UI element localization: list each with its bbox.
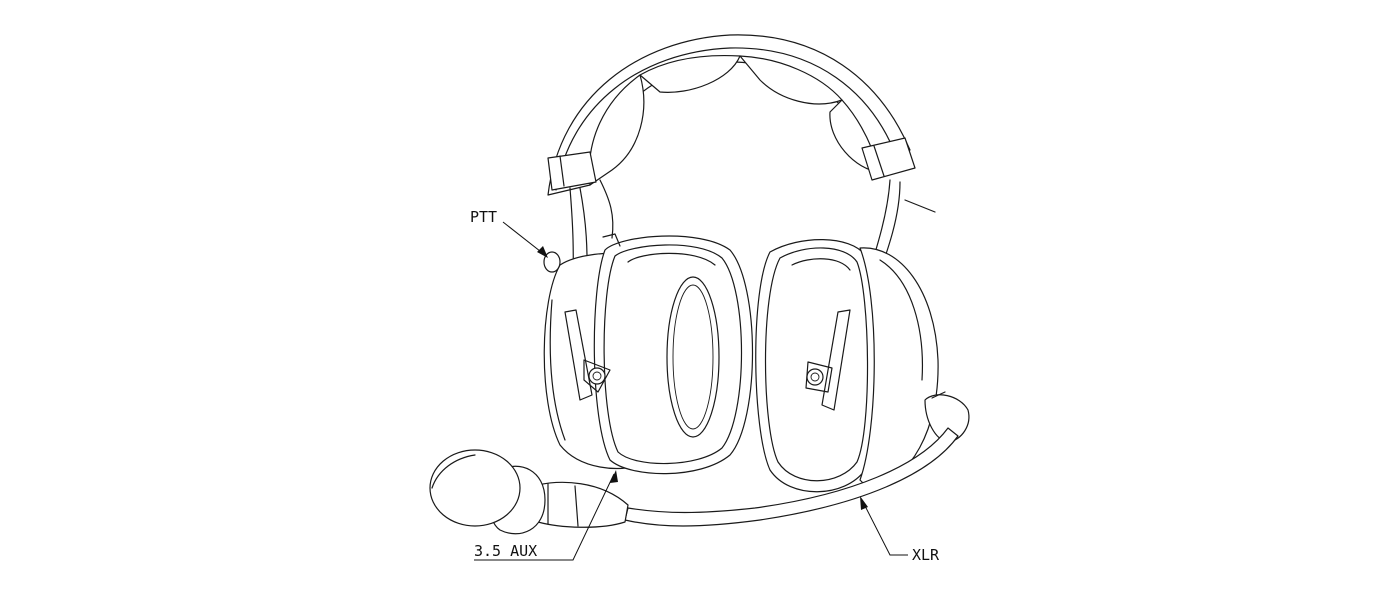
xlr-label: XLR bbox=[912, 546, 940, 564]
right-ear-cup bbox=[755, 239, 970, 493]
aux-callout: 3.5 AUX bbox=[474, 470, 618, 561]
microphone-boom bbox=[429, 427, 959, 535]
ptt-label: PTT bbox=[470, 208, 497, 226]
xlr-callout: XLR bbox=[860, 496, 940, 564]
aux-label: 3.5 AUX bbox=[474, 542, 537, 560]
ptt-callout: PTT bbox=[470, 208, 548, 258]
headband bbox=[547, 34, 936, 311]
left-ear-cup bbox=[543, 233, 754, 475]
